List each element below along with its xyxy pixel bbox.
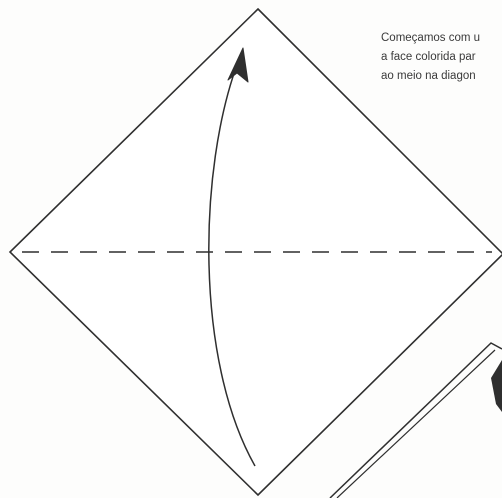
instruction-line-2: a face colorida par	[381, 51, 476, 63]
next-step-paper-edge-back	[336, 349, 496, 498]
instruction-line-1: Começamos com u	[381, 32, 481, 44]
next-step-preview	[329, 342, 502, 498]
next-step-paper-edge	[329, 342, 502, 498]
instruction-text: Começamos com u a face colorida par ao m…	[381, 29, 502, 86]
fold-arrowhead-icon	[227, 47, 249, 83]
fold-arrow-icon	[208, 61, 256, 467]
instruction-line-3: ao meio na diagon	[381, 70, 476, 82]
arrowhead-icon	[491, 360, 502, 412]
